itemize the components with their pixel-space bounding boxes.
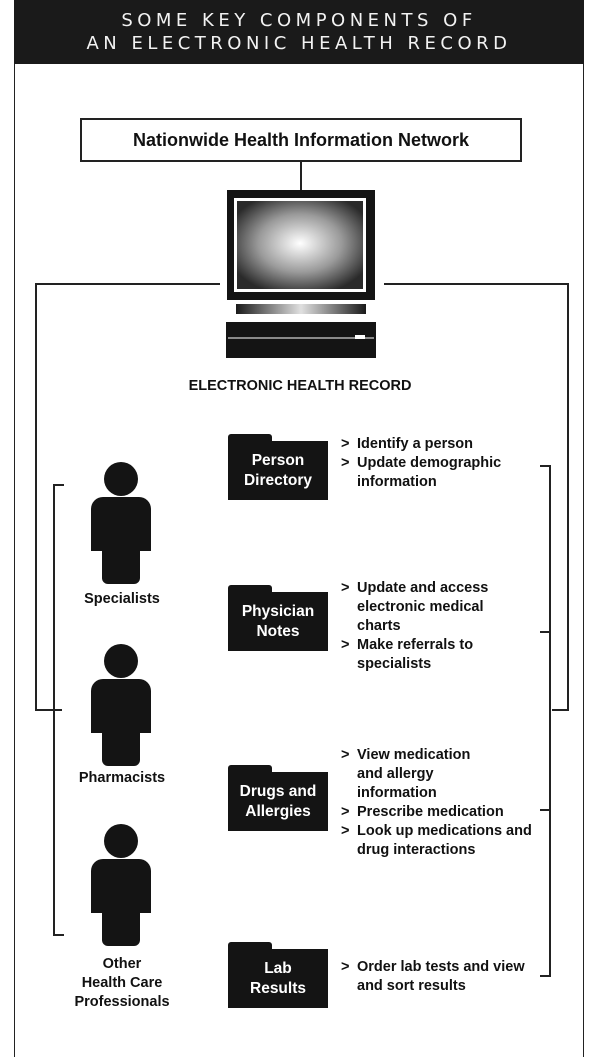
function-item: Look up medications and drug interaction… bbox=[341, 822, 547, 860]
folder-drugs-allergies: Drugs and Allergies bbox=[228, 765, 328, 831]
role-label-pharmacists: Pharmacists bbox=[78, 770, 166, 786]
folder-physician-notes: Physician Notes bbox=[228, 585, 328, 651]
function-item: Update and access electronic medical cha… bbox=[341, 579, 517, 636]
specialist-person-icon bbox=[91, 462, 151, 584]
role-label-specialists: Specialists bbox=[84, 591, 160, 607]
function-item: Prescribe medication bbox=[341, 803, 541, 822]
person-directory-functions: Identify a person Update demographic inf… bbox=[341, 435, 541, 492]
ehr-label: ELECTRONIC HEALTH RECORD bbox=[188, 378, 412, 394]
title-banner: SOME KEY COMPONENTS OF AN ELECTRONIC HEA… bbox=[14, 0, 584, 64]
folder-lab-results: Lab Results bbox=[228, 942, 328, 1008]
function-item: Order lab tests and view and sort result… bbox=[341, 958, 542, 996]
computer-monitor-icon bbox=[226, 190, 376, 358]
components-bracket bbox=[540, 465, 551, 977]
pharmacist-person-icon bbox=[91, 644, 151, 766]
drugs-allergies-functions: View medication and allergy information … bbox=[341, 746, 541, 860]
function-item: View medication and allergy information bbox=[341, 746, 497, 803]
function-item: Make referrals to specialists bbox=[341, 636, 517, 674]
left-loop-line bbox=[35, 283, 220, 711]
users-bracket bbox=[53, 484, 64, 936]
function-item: Identify a person bbox=[341, 435, 541, 454]
network-box: Nationwide Health Information Network bbox=[80, 118, 522, 162]
folder-person-directory: Person Directory bbox=[228, 434, 328, 500]
diagram-frame bbox=[14, 64, 584, 1057]
physician-notes-functions: Update and access electronic medical cha… bbox=[341, 579, 521, 674]
right-loop-line bbox=[384, 283, 569, 711]
lab-results-functions: Order lab tests and view and sort result… bbox=[341, 958, 541, 996]
title-line-2: AN ELECTRONIC HEALTH RECORD bbox=[86, 33, 512, 54]
title-line-1: SOME KEY COMPONENTS OF bbox=[121, 10, 477, 31]
network-label: Nationwide Health Information Network bbox=[132, 129, 470, 150]
role-label-other-professionals: Other Health Care Professionals bbox=[74, 956, 170, 1010]
function-item: Update demographic information bbox=[341, 454, 527, 492]
health-professional-person-icon bbox=[91, 824, 151, 946]
